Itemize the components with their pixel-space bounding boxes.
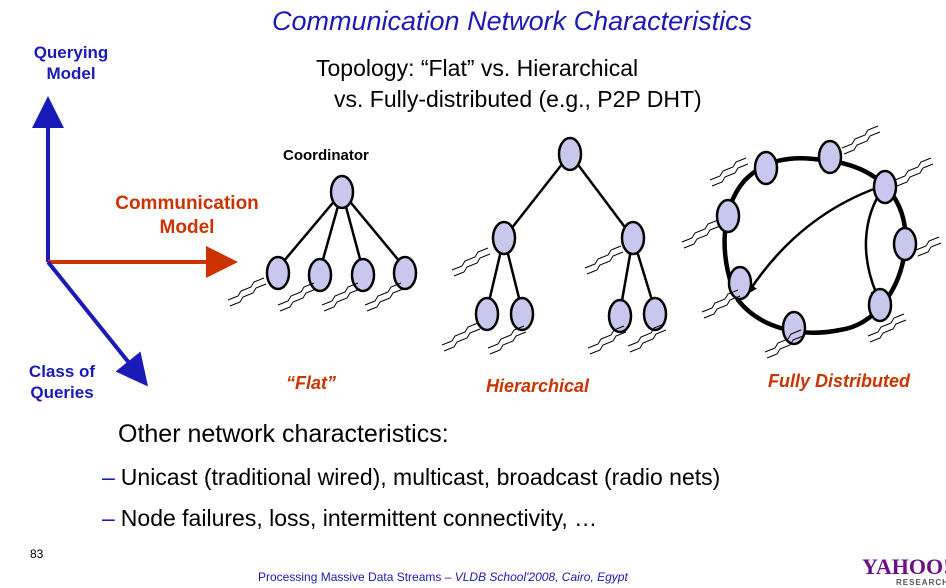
communication-model-line-2: Model [159,217,215,238]
axes [32,96,238,387]
hierarchy-leaf-node [607,298,633,334]
coordinator-label: Coordinator [283,147,369,164]
bullet-item-2: –Node failures, loss, intermittent conne… [102,505,597,532]
peer-node [817,139,843,175]
page-number: 83 [30,547,44,561]
fully-distributed-caption: Fully Distributed [768,371,911,391]
bullet-dash: – [102,464,115,490]
footer-text: Processing Massive Data Streams – VLDB S… [258,570,628,584]
peer-node [867,287,893,323]
class-of-queries-line-2: Queries [30,383,94,402]
hierarchy-root-node [557,136,583,172]
yahoo-logo: YAHOO! [862,554,946,579]
hierarchy-leaf-node [642,296,668,332]
peer-node [715,198,741,234]
peer-node [781,310,807,346]
hierarchy-leaf-node [474,296,500,332]
yahoo-research-label: RESEARCH [896,578,946,587]
hierarchy-mid-node [491,220,517,256]
slide-title: Communication Network Characteristics [272,6,753,36]
hierarchical-stream-squiggles [441,245,667,355]
flat-caption: “Flat” [286,373,337,393]
peer-node [872,169,898,205]
querying-model-line-2: Model [46,64,96,83]
flat-topology [265,174,418,293]
flat-leaf-node [350,257,376,293]
bullet-text-2: Node failures, loss, intermittent connec… [120,505,598,531]
bullet-text-1: Unicast (traditional wired), multicast, … [120,464,721,490]
peer-node [727,265,753,301]
fully-distributed-stream-squiggles [681,125,942,359]
peer-node [892,226,918,262]
hierarchical-topology [474,136,668,334]
bullet-item-1: –Unicast (traditional wired), multicast,… [102,464,720,491]
footer-text-prefix: Processing Massive Data Streams – [258,570,455,584]
hierarchical-caption: Hierarchical [486,376,590,396]
hierarchy-leaf-node [509,296,535,332]
flat-leaf-node [307,257,333,293]
coordinator-node [329,174,355,210]
other-characteristics-heading: Other network characteristics: [118,420,449,448]
communication-model-label: Communication Model [92,192,282,240]
topology-line-1: Topology: “Flat” vs. Hierarchical [316,55,639,81]
peer-node [753,150,779,186]
class-of-queries-line-1: Class of [28,362,96,381]
querying-model-line-1: Querying [33,43,109,62]
communication-model-line-1: Communication [115,193,259,214]
flat-leaf-node [392,255,418,291]
flat-stream-squiggles [227,277,404,312]
querying-model-label: Querying Model [26,42,116,84]
queries-axis-arrow [46,260,149,387]
fully-distributed-topology [715,139,918,346]
footer-text-italic: VLDB School'2008, Cairo, Egypt [454,570,628,584]
hierarchy-mid-node [620,220,646,256]
class-of-queries-label: Class of Queries [10,361,114,403]
bullet-dash: – [102,505,115,531]
topology-line-2: vs. Fully-distributed (e.g., P2P DHT) [334,86,702,112]
flat-leaf-node [265,255,291,291]
